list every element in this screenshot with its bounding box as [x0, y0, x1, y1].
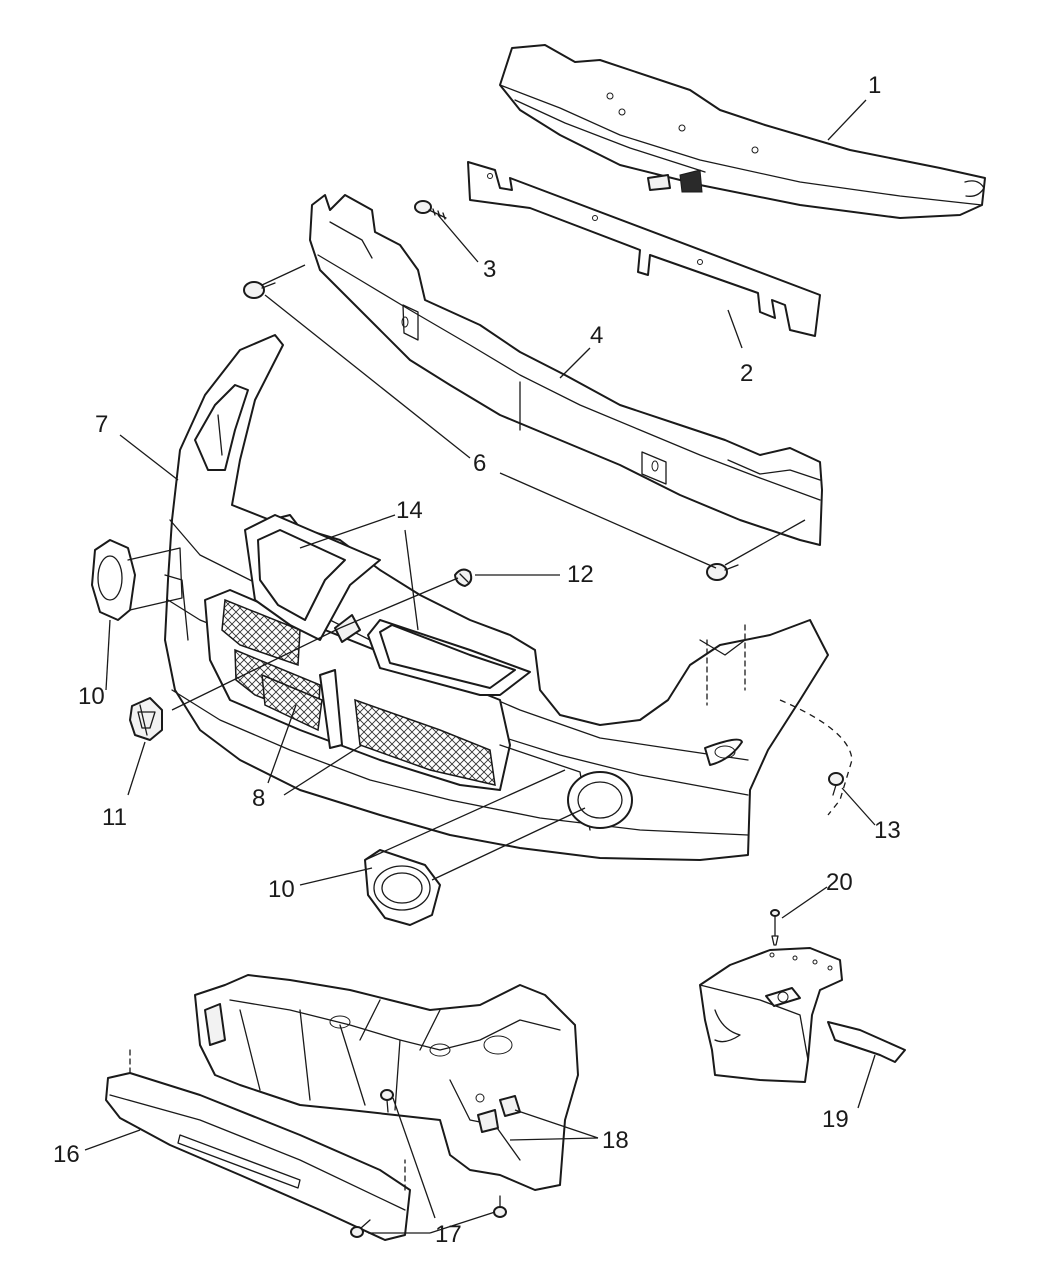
part-6-push-pin-lower	[706, 563, 739, 581]
callout-16: 16	[53, 1141, 80, 1168]
callout-1: 1	[868, 72, 881, 99]
part-4-energy-absorber	[309, 194, 823, 546]
part-17-screw-center	[380, 1089, 394, 1113]
part-11-emblem	[129, 697, 163, 741]
callout-7: 7	[95, 411, 108, 438]
callout-6: 6	[473, 450, 486, 477]
part-16-bumper-reinforcement	[105, 1049, 411, 1241]
callout-14: 14	[396, 497, 423, 524]
part-17-screw-left	[350, 1219, 371, 1238]
part-7-front-fascia	[164, 334, 829, 861]
part-13-nut	[828, 772, 844, 796]
callout-10-left: 10	[78, 683, 105, 710]
part-6-push-pin-upper	[243, 281, 276, 299]
callout-12: 12	[567, 561, 594, 588]
part-2-seal-strip	[467, 161, 821, 337]
callout-8: 8	[252, 785, 265, 812]
part-18-radiator-support	[194, 974, 579, 1191]
part-17-screw-right	[493, 1195, 507, 1218]
callout-11: 11	[102, 804, 127, 831]
part-20-pin	[770, 909, 780, 946]
part-12-clip	[454, 568, 473, 587]
callout-10-lower: 10	[268, 876, 295, 903]
callout-2: 2	[740, 360, 753, 387]
callout-17: 17	[435, 1221, 462, 1248]
callout-20: 20	[826, 869, 853, 896]
callout-13: 13	[874, 817, 901, 844]
part-1-upper-shield	[499, 44, 986, 219]
callout-labels: 1 2 3 4 6 7 8 10 10 11 12 13 14 16 17 18…	[53, 72, 901, 1248]
callout-18: 18	[602, 1127, 629, 1154]
part-10-fog-bezel-left	[91, 539, 183, 621]
leader-lines	[84, 99, 876, 1234]
part-10-fog-bezel-lower	[364, 849, 441, 926]
callout-4: 4	[590, 322, 603, 349]
part-19-corner-inset	[699, 947, 906, 1083]
part-3-screw	[414, 200, 447, 220]
callout-3: 3	[483, 256, 496, 283]
callout-19: 19	[822, 1106, 849, 1133]
